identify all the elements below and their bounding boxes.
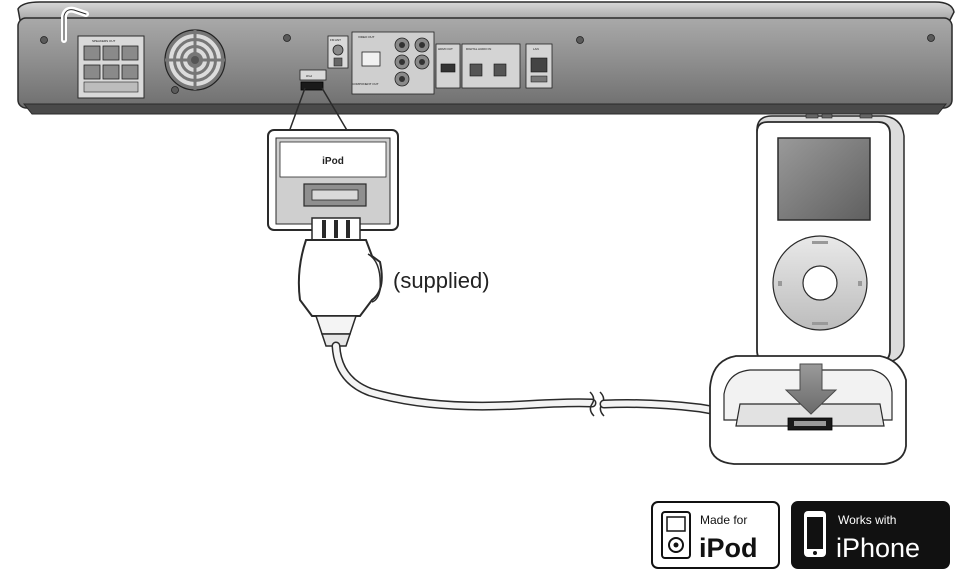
video-component-block: VIDEO OUT COMPONENT OUT	[351, 31, 435, 95]
ipod-connector-magnified: iPod	[267, 129, 399, 231]
iphone-badge-text: iPhone	[836, 533, 920, 563]
ipod-silhouette-icon	[661, 511, 691, 559]
iphone-silhouette-icon	[804, 511, 826, 557]
hdmi-out-block: HDMI OUT	[435, 43, 461, 89]
player-base	[22, 103, 948, 115]
speaker-terminal-block: SPEAKERS OUT	[77, 35, 145, 99]
connector-label: iPod	[322, 156, 344, 167]
digital-in-label: DIGITAL AUDIO IN	[466, 47, 491, 51]
connection-cable	[331, 341, 727, 417]
cooling-fan	[164, 29, 226, 91]
works-with-text: Works with	[838, 513, 896, 527]
ipod-center-button	[802, 265, 838, 301]
component-out-label: COMPONENT OUT	[352, 82, 379, 86]
ipod-port-label: iPod	[306, 74, 312, 78]
hdmi-out-label: HDMI OUT	[438, 47, 453, 51]
lan-block: LAN	[525, 43, 553, 89]
ipod-port-area: iPod	[299, 69, 327, 91]
cable-plug	[297, 217, 383, 347]
insert-arrow-icon	[784, 363, 838, 415]
ipod-device	[756, 113, 905, 363]
zoom-callout-lines	[288, 87, 349, 133]
supplied-cable-label: (supplied)	[393, 268, 490, 293]
digital-audio-in-block: DIGITAL AUDIO IN	[461, 43, 521, 89]
made-for-text: Made for	[700, 513, 747, 527]
fm-antenna-jack: FM ANT	[327, 35, 349, 69]
made-for-ipod-badge: Made for iPod	[651, 501, 780, 569]
player-unit: SPEAKERS OUT iPod FM	[17, 1, 955, 115]
lan-label: LAN	[533, 47, 539, 51]
fm-ant-label: FM ANT	[330, 38, 341, 42]
works-with-iphone-badge: Works with iPhone	[791, 501, 950, 569]
ipod-badge-text: iPod	[699, 533, 758, 563]
video-out-label: VIDEO OUT	[358, 35, 375, 39]
ipod-port	[300, 81, 324, 91]
ipod-screen	[777, 137, 871, 221]
panel-screws	[40, 34, 935, 94]
speaker-out-label: SPEAKERS OUT	[92, 39, 116, 43]
player-top-surface	[17, 1, 955, 21]
power-cord-outline	[63, 9, 87, 41]
ipod-dock	[709, 355, 907, 465]
